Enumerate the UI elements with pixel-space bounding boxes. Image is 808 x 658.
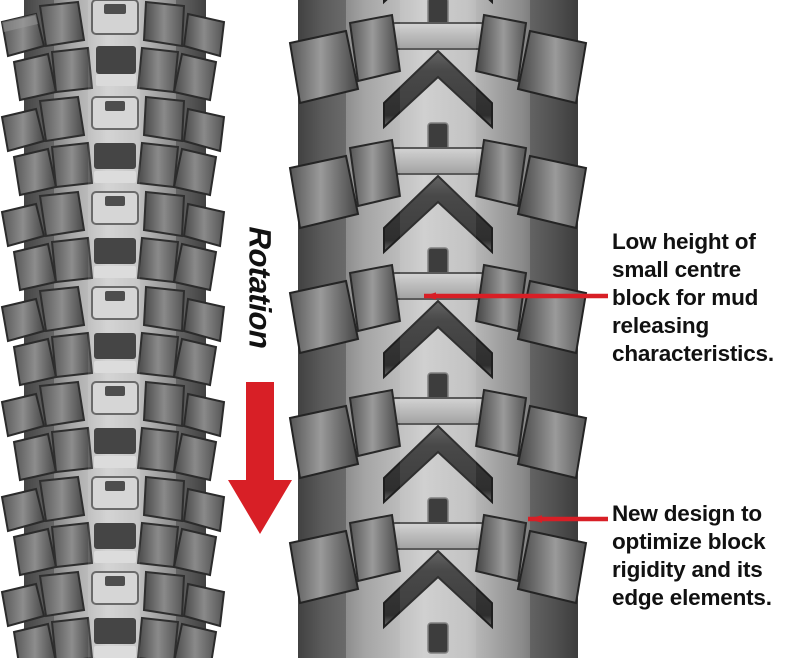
front-tire-image (0, 0, 230, 658)
rear-tire-image (288, 0, 588, 658)
callout-center-block: Low height of small centre block for mud… (612, 228, 808, 376)
callout-line: rigidity and its (612, 557, 763, 582)
front-tire-tread-svg (0, 0, 230, 658)
rotation-indicator: Rotation (214, 196, 306, 546)
callout-line: Low height of (612, 229, 756, 254)
leader-line-edge-block-svg (528, 515, 608, 523)
rotation-label: Rotation (242, 223, 278, 353)
callout-line: New design to (612, 501, 762, 526)
callout-line: characteristics. (612, 341, 774, 366)
leader-line-center-block (424, 292, 608, 300)
callout-line: releasing (612, 313, 710, 338)
callout-edge-block-text: New design to optimize block rigidity an… (612, 500, 808, 612)
callout-line: edge elements. (612, 585, 772, 610)
callout-line: optimize block (612, 529, 766, 554)
down-arrow-icon (228, 382, 292, 534)
rear-tire-tread-svg (288, 0, 588, 658)
callout-line: small centre (612, 257, 741, 282)
callout-center-block-text: Low height of small centre block for mud… (612, 228, 808, 368)
leader-line-edge-block (528, 515, 608, 523)
callout-edge-block: New design to optimize block rigidity an… (612, 500, 808, 622)
callout-line: block for mud (612, 285, 759, 310)
leader-line-center-block-svg (424, 292, 608, 300)
